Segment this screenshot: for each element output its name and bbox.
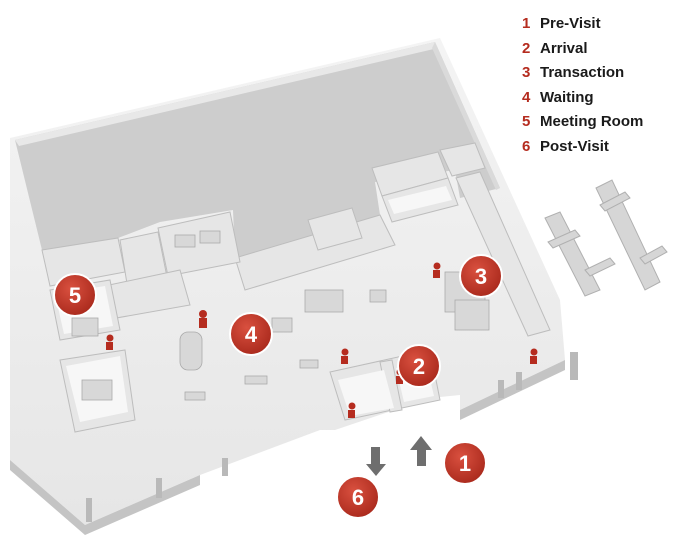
exterior-benches	[544, 179, 668, 297]
legend-label: Post-Visit	[540, 137, 609, 155]
exit-arrow	[366, 447, 386, 476]
legend-label: Transaction	[540, 64, 625, 81]
badge-1: 1	[443, 441, 487, 485]
legend-item-arrival: 2 Arrival	[522, 37, 643, 62]
svg-text:4: 4	[245, 322, 258, 347]
legend-label: Meeting Room	[540, 113, 644, 130]
legend-item-pre-visit: 1 Pre-Visit	[522, 12, 643, 37]
movement-arrows	[366, 436, 432, 476]
legend-number: 5	[522, 113, 531, 130]
legend-label: Waiting	[540, 88, 594, 106]
svg-text:5: 5	[69, 283, 81, 308]
legend-number: 3	[522, 64, 531, 81]
legend-number: 1	[522, 15, 531, 32]
legend-item-meeting-room: 5 Meeting Room	[522, 110, 643, 135]
legend-number: 6	[522, 137, 531, 155]
svg-text:1: 1	[459, 451, 471, 476]
entry-arrow	[410, 436, 432, 466]
roof-block	[15, 42, 500, 258]
badge-3: 3	[459, 254, 503, 298]
legend-number: 4	[522, 88, 531, 106]
svg-text:6: 6	[352, 485, 364, 510]
badge-2: 2	[397, 344, 441, 388]
legend-item-post-visit: 6 Post-Visit	[522, 135, 643, 160]
legend-item-transaction: 3 Transaction	[522, 61, 643, 86]
badge-5: 5	[53, 273, 97, 317]
legend-label: Arrival	[540, 39, 588, 57]
legend-number: 2	[522, 39, 531, 57]
svg-text:2: 2	[413, 354, 425, 379]
legend: 1 Pre-Visit 2 Arrival 3 Transaction 4 Waitin…	[522, 12, 643, 159]
legend-label: Pre-Visit	[540, 15, 601, 32]
badge-6: 6	[336, 475, 380, 519]
exterior-posts	[86, 352, 578, 522]
badge-4: 4	[229, 312, 273, 356]
svg-text:3: 3	[475, 264, 487, 289]
legend-item-waiting: 4 Waiting	[522, 86, 643, 111]
